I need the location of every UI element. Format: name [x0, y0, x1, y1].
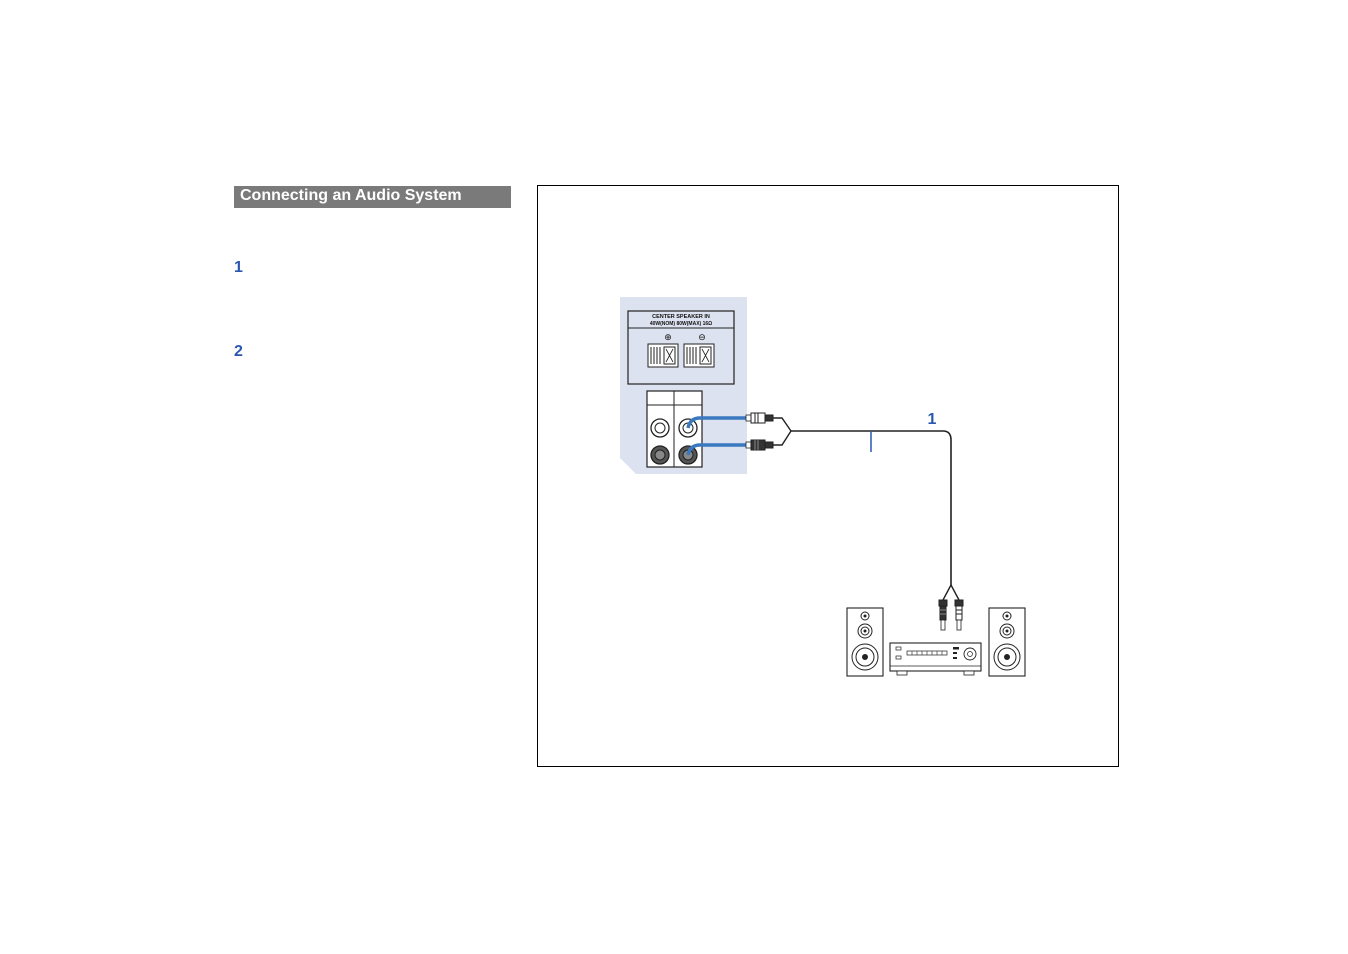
step-number-2: 2 [234, 343, 243, 360]
section-title: Connecting an Audio System [234, 186, 511, 208]
cable-split-stereo [942, 584, 960, 601]
plug-upper [745, 412, 774, 424]
blue-cable-lower [686, 443, 748, 456]
blue-cable-upper [686, 416, 748, 429]
plug-stereo-right [954, 599, 964, 631]
right-speaker [988, 607, 1026, 677]
step-number-1: 1 [234, 259, 243, 276]
figure-frame [537, 185, 1119, 767]
plug-stereo-left [938, 599, 948, 631]
stereo-receiver [889, 642, 982, 676]
cable-split-tv [773, 417, 792, 446]
minus-symbol: ⊖ [698, 333, 706, 343]
jack-red-left [650, 445, 670, 465]
panel-title-label: CENTER SPEAKER IN [652, 314, 710, 320]
left-speaker [846, 607, 884, 677]
center-speaker-terminal-box [627, 310, 735, 385]
plug-lower [745, 439, 774, 451]
plus-terminal-clip [647, 343, 679, 368]
callout-number: 1 [928, 411, 937, 428]
plus-symbol: ⊕ [664, 333, 672, 343]
jack-white-left [650, 418, 670, 438]
audio-cable [791, 430, 952, 585]
minus-terminal-clip [683, 343, 715, 368]
panel-rating-label: 40W(NOM) 80W(MAX) 16Ω [650, 321, 712, 327]
